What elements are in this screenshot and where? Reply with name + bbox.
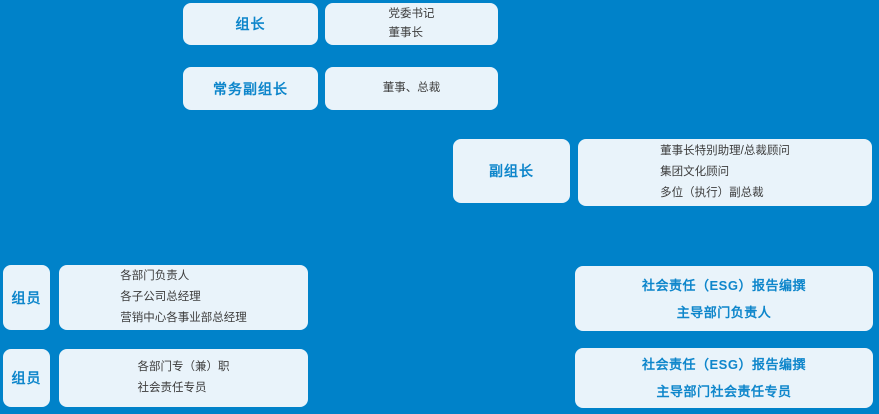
role-label-exec-deputy: 常务副组长 [213, 80, 288, 97]
desc-line: 营销中心各事业部总经理 [120, 312, 247, 324]
desc-text-block: 董事、总裁 [383, 78, 441, 99]
role-box-deputy: 副组长 [453, 139, 570, 203]
desc-line: 社会责任专员 [137, 382, 207, 394]
esg-text-block: 社会责任（ESG）报告编撰 主导部门负责人 [642, 272, 806, 326]
desc-box-exec-deputy: 董事、总裁 [325, 67, 498, 110]
esg-line: 主导部门社会责任专员 [656, 384, 792, 399]
desc-line: 党委书记 [388, 8, 435, 20]
desc-text-block: 党委书记 董事长 [389, 5, 435, 43]
desc-line: 集团文化顾问 [660, 166, 730, 178]
esg-text-block: 社会责任（ESG）报告编撰 主导部门社会责任专员 [642, 351, 806, 405]
role-box-leader: 组长 [183, 3, 318, 45]
role-label-leader: 组长 [235, 16, 266, 32]
desc-line: 各部门负责人 [120, 270, 190, 282]
desc-box-members-2: 各部门专（兼）职 社会责任专员 [59, 349, 308, 407]
esg-line: 社会责任（ESG）报告编撰 [642, 277, 806, 293]
desc-line: 董事长特别助理/总裁顾问 [660, 145, 790, 157]
role-label-members-1: 组员 [11, 289, 42, 306]
esg-report-box-lead-dept-head: 社会责任（ESG）报告编撰 主导部门负责人 [575, 266, 873, 331]
desc-text-block: 董事长特别助理/总裁顾问 集团文化顾问 多位（执行）副总裁 [660, 141, 790, 204]
role-box-members-2: 组员 [3, 349, 50, 407]
role-label-deputy: 副组长 [489, 163, 534, 179]
esg-line: 主导部门负责人 [676, 304, 772, 320]
esg-report-box-lead-dept-specialist: 社会责任（ESG）报告编撰 主导部门社会责任专员 [575, 348, 873, 408]
desc-line: 各部门专（兼）职 [137, 361, 230, 373]
desc-line: 董事、总裁 [382, 82, 441, 94]
desc-text-block: 各部门专（兼）职 社会责任专员 [138, 357, 230, 399]
esg-line: 社会责任（ESG）报告编撰 [642, 357, 806, 372]
desc-text-block: 各部门负责人 各子公司总经理 营销中心各事业部总经理 [120, 266, 247, 329]
desc-line: 董事长 [388, 27, 424, 39]
desc-line: 各子公司总经理 [120, 291, 201, 303]
desc-line: 多位（执行）副总裁 [660, 187, 764, 199]
role-box-members-1: 组员 [3, 265, 50, 330]
role-box-exec-deputy: 常务副组长 [183, 67, 318, 110]
desc-box-members-1: 各部门负责人 各子公司总经理 营销中心各事业部总经理 [59, 265, 308, 330]
role-label-members-2: 组员 [11, 370, 42, 386]
desc-box-deputy: 董事长特别助理/总裁顾问 集团文化顾问 多位（执行）副总裁 [578, 139, 872, 206]
desc-box-leader: 党委书记 董事长 [325, 3, 498, 45]
